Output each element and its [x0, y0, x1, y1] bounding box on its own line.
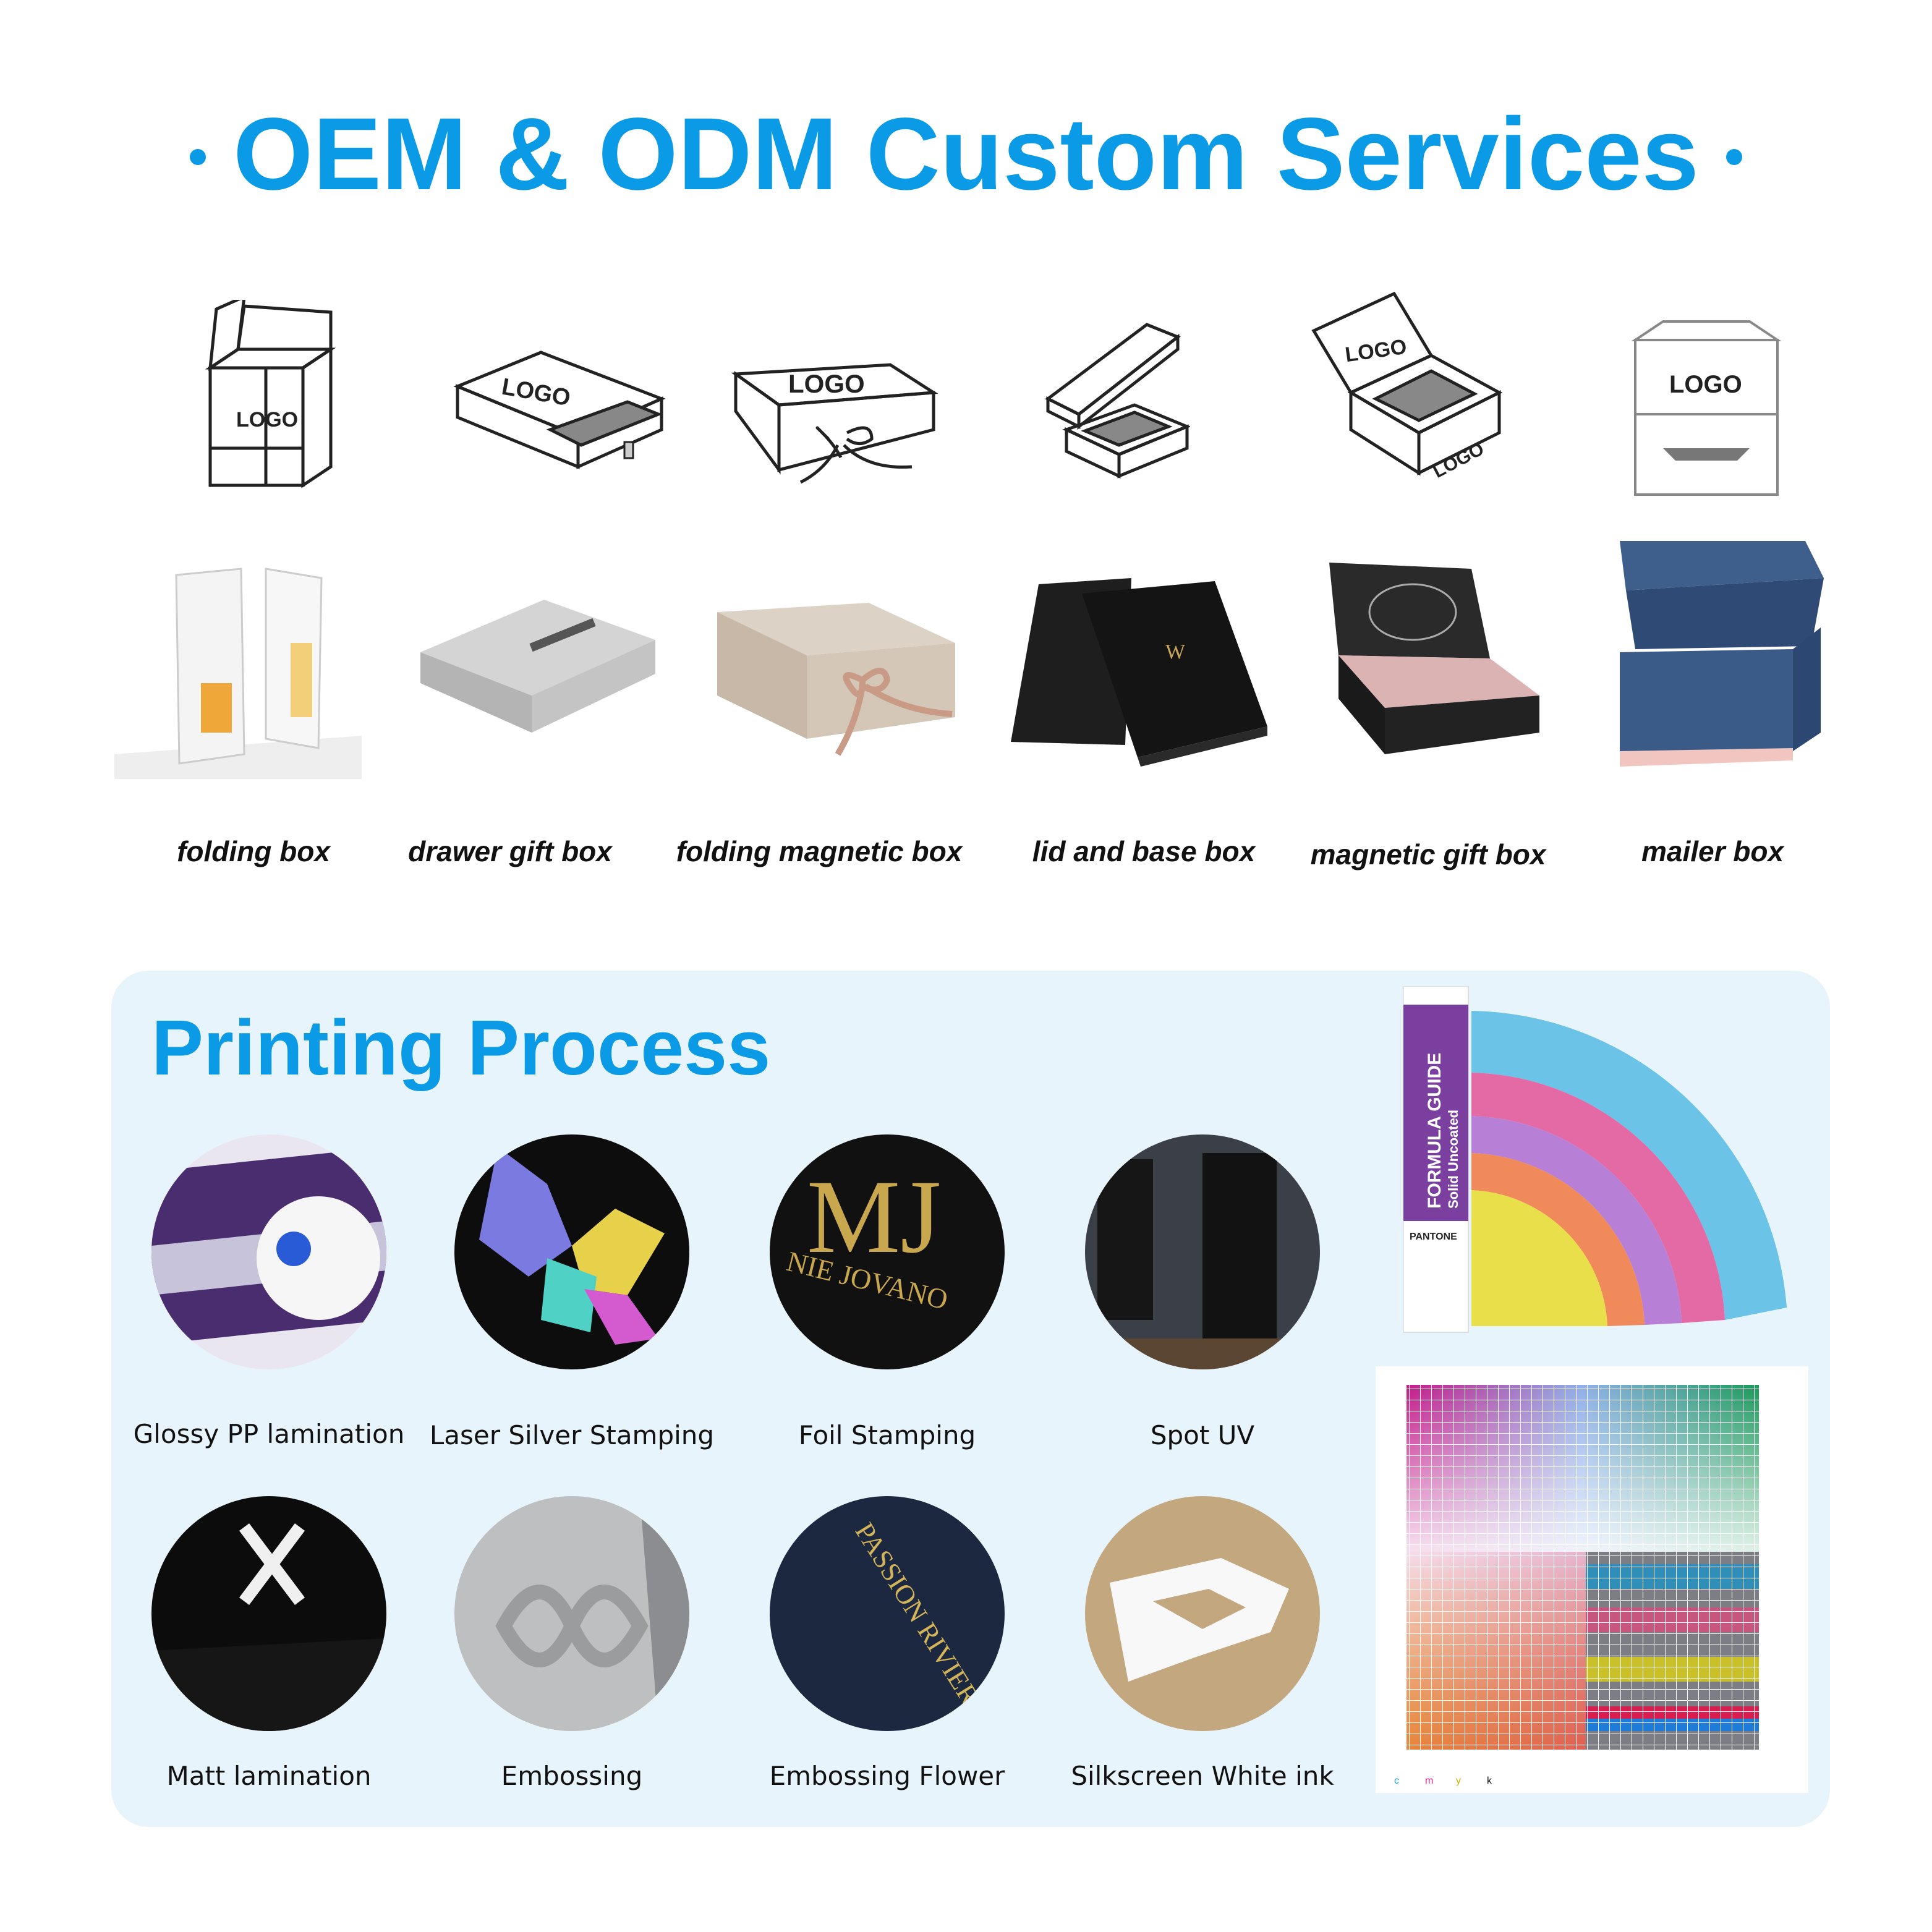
formula-guide-title: FORMULA GUIDE [1424, 1053, 1445, 1209]
glossy-pp-lamination-sample [151, 1134, 386, 1369]
magnetic-gift-box-photo [1329, 563, 1539, 754]
embossing-flower-sample: PASSION RIVIERA [770, 1496, 1005, 1731]
svg-text:MJ: MJ [807, 1159, 941, 1275]
cmyk-legend-y: y [1456, 1776, 1461, 1786]
cmyk-legend-c: c [1394, 1776, 1399, 1786]
process-label-embossing-flower: Embossing Flower [769, 1761, 1005, 1791]
drawer-gift-box-sketch: LOGO [453, 351, 666, 469]
process-label-silkscreen-white-ink: Silkscreen White ink [1071, 1761, 1334, 1791]
process-label-matt-lamination: Matt lamination [166, 1761, 372, 1791]
process-label-glossy-pp-lamination: Glossy PP lamination [133, 1419, 405, 1449]
sketch-logo-text-side: LOGO [1429, 438, 1487, 482]
sketch-logo-text: LOGO [1669, 371, 1742, 398]
box-label-magnetic-gift-box: magnetic gift box [1310, 838, 1546, 870]
cmyk-legend-k: k [1487, 1776, 1492, 1786]
bullet-dot-left [190, 149, 206, 166]
sketch-logo-text: LOGO [500, 374, 572, 412]
folding-box-photo [114, 550, 362, 779]
process-label-foil-stamping: Foil Stamping [798, 1420, 976, 1450]
cmyk-color-chart: c m y k [1376, 1366, 1808, 1793]
page-title-text: OEM & ODM Custom Services [233, 97, 1699, 211]
folding-magnetic-box-sketch: LOGO [731, 363, 938, 484]
box-label-mailer-box: mailer box [1641, 835, 1784, 867]
process-label-spot-uv: Spot UV [1150, 1420, 1255, 1450]
box-label-folding-box: folding box [177, 835, 330, 867]
sketch-logo-text: LOGO [788, 369, 865, 398]
cmyk-legend-m: m [1425, 1776, 1433, 1786]
mailer-box-photo [1620, 541, 1824, 767]
fan-swatches [1471, 1011, 1787, 1326]
box-label-drawer-gift-box: drawer gift box [408, 835, 612, 867]
sketch-logo-text: LOGO [236, 408, 298, 432]
page-title: OEM & ODM Custom Services [0, 93, 1932, 216]
formula-guide-brand: PANTONE [1410, 1232, 1457, 1242]
lid-and-base-box-sketch [1045, 323, 1190, 479]
svg-text:W: W [1165, 640, 1186, 663]
pantone-formula-guide: FORMULA GUIDE Solid Uncoated PANTONE [1403, 986, 1787, 1333]
folding-magnetic-box-photo [717, 603, 955, 756]
spot-uv-sample [1085, 1134, 1320, 1369]
silkscreen-white-ink-sample [1085, 1496, 1320, 1731]
foil-stamping-sample: MJ NIE JOVANO [770, 1134, 1005, 1369]
magnetic-gift-box-sketch: LOGO LOGO [1311, 291, 1503, 482]
sketch-logo-text: LOGO [1343, 335, 1408, 367]
printing-process-title: Printing Process [151, 1004, 771, 1091]
folding-box-sketch: LOGO [205, 300, 336, 488]
box-label-lid-and-base-box: lid and base box [1032, 835, 1256, 867]
embossing-sample [454, 1496, 689, 1731]
mailer-box-sketch: LOGO [1631, 320, 1782, 496]
process-label-laser-silver-stamping: Laser Silver Stamping [429, 1420, 715, 1450]
drawer-gift-box-photo [420, 600, 655, 733]
box-label-folding-magnetic-box: folding magnetic box [676, 835, 963, 867]
process-label-embossing: Embossing [501, 1761, 643, 1791]
laser-silver-stamping-sample [454, 1134, 689, 1369]
lid-and-base-box-photo: W [1011, 578, 1267, 767]
formula-guide-subtitle: Solid Uncoated [1445, 1110, 1461, 1209]
bullet-dot-right [1726, 149, 1742, 166]
matt-lamination-sample [151, 1496, 386, 1731]
